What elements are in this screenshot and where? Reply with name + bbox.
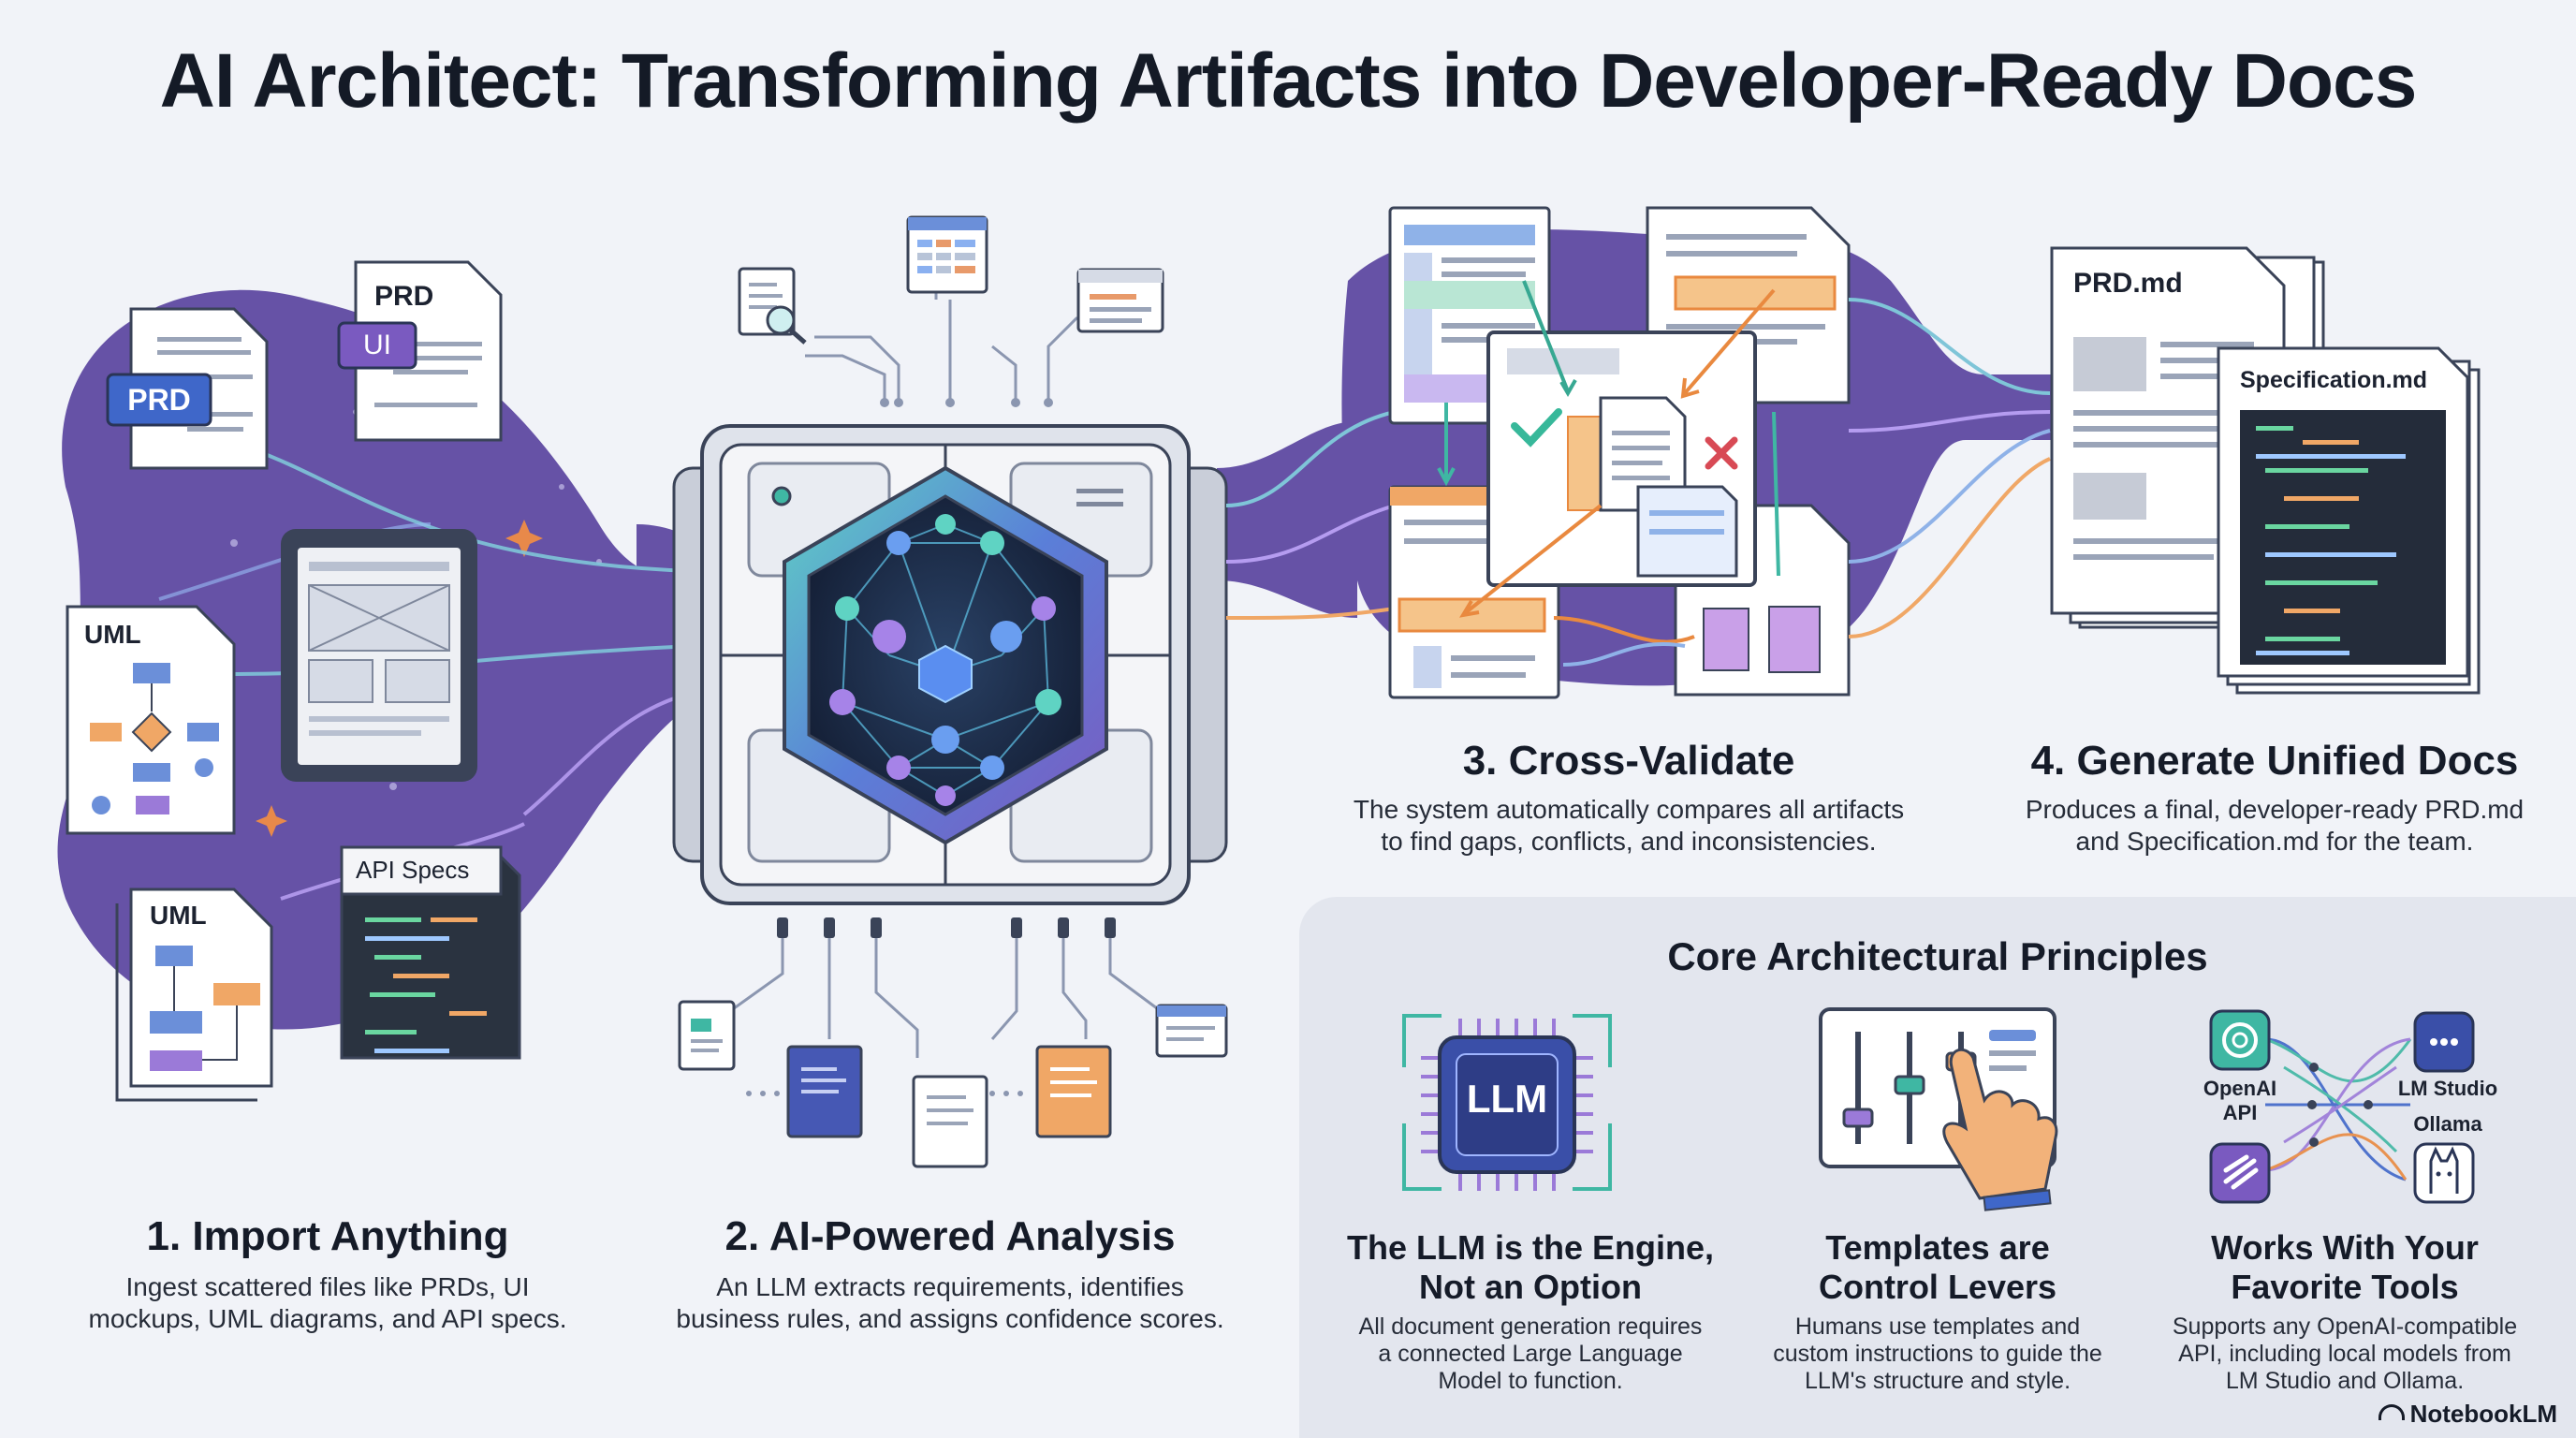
artifact-uml-1 xyxy=(66,605,236,835)
uml-label-2: UML xyxy=(150,901,207,930)
prd-doc-label: PRD xyxy=(374,281,434,312)
principle-1-title: The LLM is the Engine,Not an Option xyxy=(1346,1228,1714,1306)
artifact-prd-ui xyxy=(337,260,503,442)
step-2-desc: An LLM extracts requirements, identifies… xyxy=(676,1272,1224,1333)
api-specs-label: API Specs xyxy=(356,856,470,884)
step-3-title: 3. Cross-Validate xyxy=(1462,738,1795,784)
flow-lines-right xyxy=(1848,298,2051,638)
page-title: AI Architect: Transforming Artifacts int… xyxy=(159,38,2418,124)
step-4-desc: Produces a final, developer-ready PRD.md… xyxy=(2025,795,2525,856)
ui-badge-label: UI xyxy=(363,330,391,360)
step-2-title: 2. AI-Powered Analysis xyxy=(724,1213,1176,1259)
icon-small-doc-2 xyxy=(786,1045,863,1138)
icon-small-doc-1 xyxy=(678,1000,736,1071)
llm-chip-label: LLM xyxy=(1466,1077,1548,1121)
tools-network-icon xyxy=(2209,1009,2475,1204)
lmstudio-label: LM Studio xyxy=(2397,1077,2498,1100)
flow-band-mid xyxy=(1217,421,1357,618)
prd-badge-label: PRD xyxy=(127,383,191,417)
artifact-tablet-mockup xyxy=(281,529,477,782)
icon-small-browser xyxy=(1155,1004,1228,1058)
processor-chip xyxy=(672,424,1228,905)
top-trace-dots xyxy=(880,398,1053,407)
output-spec-md xyxy=(2217,346,2481,695)
icon-doc-search xyxy=(738,267,807,345)
artifact-uml-2 xyxy=(115,888,273,1102)
icon-small-doc-4 xyxy=(1035,1045,1112,1138)
notebooklm-icon xyxy=(2378,1404,2405,1420)
icon-browser-window xyxy=(1076,268,1164,333)
notebooklm-watermark: NotebookLM xyxy=(2378,1400,2557,1429)
uml-label-1: UML xyxy=(84,620,141,649)
templates-sliders-icon xyxy=(1819,1007,2058,1211)
chip-pins xyxy=(777,917,1116,938)
prd-md-label: PRD.md xyxy=(2073,268,2183,299)
icon-small-doc-3 xyxy=(912,1075,988,1168)
artifact-prd-1 xyxy=(106,307,269,470)
flow-lines-mid xyxy=(1225,410,1396,620)
artifact-api-specs xyxy=(340,845,521,1060)
llm-chip-icon xyxy=(1402,1014,1612,1191)
step-4-title: 4. Generate Unified Docs xyxy=(2030,738,2519,784)
validation-center-panel xyxy=(1486,330,1757,587)
icon-table-window xyxy=(906,215,988,294)
validation-arrows xyxy=(1437,280,1780,667)
principles-heading: Core Architectural Principles xyxy=(1667,934,2208,978)
ollama-label: Ollama xyxy=(2413,1112,2482,1136)
sparkles xyxy=(256,520,543,837)
step-1-title: 1. Import Anything xyxy=(146,1213,509,1259)
spec-md-label: Specification.md xyxy=(2240,367,2428,393)
step-3-desc: The system automatically compares all ar… xyxy=(1353,795,1905,856)
